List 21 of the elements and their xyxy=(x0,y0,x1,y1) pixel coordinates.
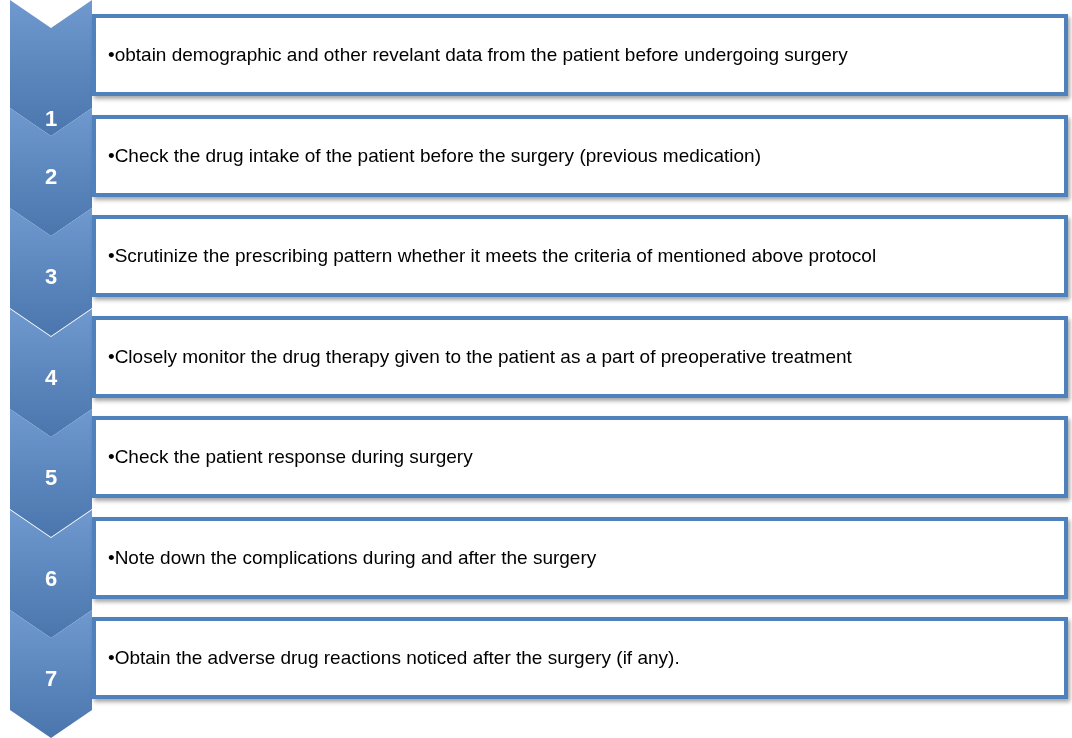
step-text: •obtain demographic and other revelant data from the patient before undergoing surgery xyxy=(108,43,849,67)
step-number: 2 xyxy=(43,166,59,188)
step-box xyxy=(92,115,1068,197)
step-text: •Obtain the adverse drug reactions noticed after the surgery (if any). xyxy=(108,646,681,670)
step-box xyxy=(92,316,1068,398)
step-box xyxy=(92,14,1068,96)
step-box xyxy=(92,517,1068,599)
step-box xyxy=(92,416,1068,498)
step-number: 4 xyxy=(43,367,59,389)
step-number: 6 xyxy=(43,568,59,590)
step-box xyxy=(92,215,1068,297)
step-number: 5 xyxy=(43,467,59,489)
step-text: •Check the patient response during surgery xyxy=(108,445,474,469)
step-text: •Check the drug intake of the patient before the surgery (previous medication) xyxy=(108,144,762,168)
step-box xyxy=(92,617,1068,699)
step-number: 1 xyxy=(43,108,59,130)
step-number: 3 xyxy=(43,266,59,288)
step-number: 7 xyxy=(43,668,59,690)
step-text: •Scrutinize the prescribing pattern whether it meets the criteria of mentioned above protocol xyxy=(108,244,878,268)
step-text: •Note down the complications during and after the surgery xyxy=(108,546,598,570)
step-text: •Closely monitor the drug therapy given to the patient as a part of preoperative treatment xyxy=(108,345,853,369)
